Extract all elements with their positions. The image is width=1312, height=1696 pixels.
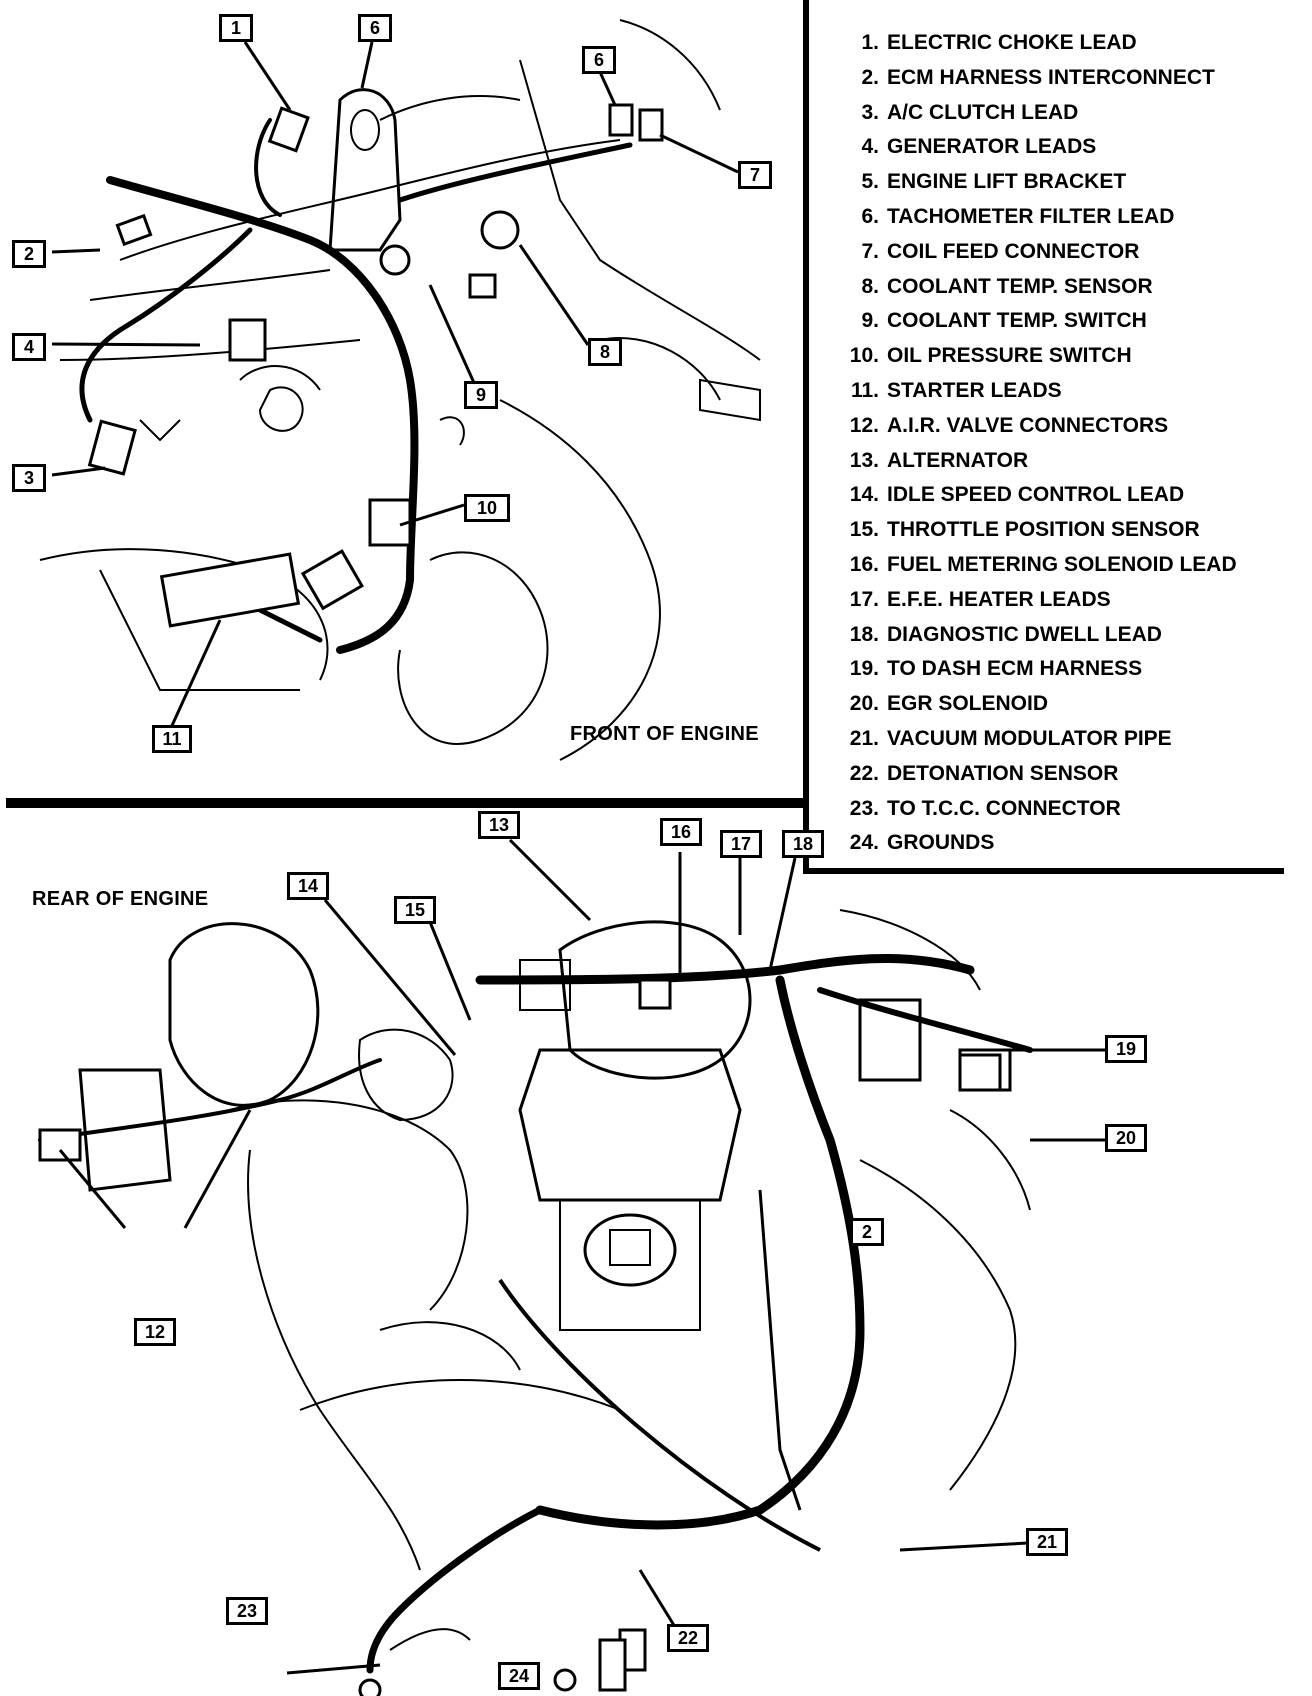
callout-21: 21 (1026, 1528, 1068, 1556)
callout-6: 6 (582, 46, 616, 74)
callout-10: 10 (464, 494, 510, 522)
legend-item: 21.VACUUM MODULATOR PIPE (849, 726, 1172, 750)
legend-item: 15.THROTTLE POSITION SENSOR (849, 518, 1200, 542)
legend-item: 9.COOLANT TEMP. SWITCH (861, 309, 1147, 333)
legend-item: 5.ENGINE LIFT BRACKET (861, 170, 1127, 194)
rear-engine-drawing: REAR OF ENGINE (0, 810, 1312, 1696)
callout-24: 24 (498, 1662, 540, 1690)
callout-15: 15 (394, 896, 436, 924)
callout-11: 11 (152, 725, 192, 753)
legend-item: 22.DETONATION SENSOR (849, 761, 1119, 785)
rear-engine-illustration (38, 838, 1110, 1696)
legend-item: 13.ALTERNATOR (849, 448, 1029, 472)
callout-2: 2 (12, 240, 46, 268)
callout-20: 20 (1105, 1124, 1147, 1152)
callout-19: 19 (1105, 1035, 1147, 1063)
legend-item: 19.TO DASH ECM HARNESS (849, 657, 1143, 681)
callout-9: 9 (464, 381, 498, 409)
legend-item: 3.A/C CLUTCH LEAD (861, 100, 1079, 124)
callout-12: 12 (134, 1318, 176, 1346)
legend-item: 11.STARTER LEADS (850, 378, 1062, 402)
component-legend: 1.ELECTRIC CHOKE LEAD 2.ECM HARNESS INTE… (803, 0, 1284, 874)
legend-item: 23.TO T.C.C. CONNECTOR (849, 796, 1121, 820)
callout-14: 14 (287, 872, 329, 900)
callout-16: 16 (660, 818, 702, 846)
legend-item: 12.A.I.R. VALVE CONNECTORS (849, 413, 1169, 437)
legend-list: 1.ELECTRIC CHOKE LEAD 2.ECM HARNESS INTE… (809, 0, 1284, 861)
callout-2: 2 (850, 1218, 884, 1246)
front-engine-illustration (39, 19, 761, 761)
legend-item: 10.OIL PRESSURE SWITCH (849, 344, 1132, 368)
legend-item: 2.ECM HARNESS INTERCONNECT (861, 65, 1215, 89)
legend-item: 17.E.F.E. HEATER LEADS (849, 587, 1111, 611)
callout-22: 22 (667, 1624, 709, 1652)
front-engine-drawing: 1 6 6 7 2 4 8 9 3 10 11 FRONT OF ENGINE (0, 0, 800, 795)
legend-item: 1.ELECTRIC CHOKE LEAD (861, 31, 1137, 54)
legend-item: 7.COIL FEED CONNECTOR (861, 239, 1140, 263)
legend-item: 8.COOLANT TEMP. SENSOR (861, 274, 1153, 298)
legend-item: 18.DIAGNOSTIC DWELL LEAD (849, 622, 1162, 646)
legend-item: 16.FUEL METERING SOLENOID LEAD (849, 552, 1237, 576)
callout-13: 13 (478, 811, 520, 839)
legend-item: 20.EGR SOLENOID (849, 692, 1049, 716)
legend-item: 6.TACHOMETER FILTER LEAD (861, 204, 1175, 228)
callout-4: 4 (12, 333, 46, 361)
callout-7: 7 (738, 161, 772, 189)
callout-8: 8 (588, 338, 622, 366)
callout-23: 23 (226, 1597, 268, 1625)
legend-item: 4.GENERATOR LEADS (861, 135, 1097, 159)
callout-3: 3 (12, 464, 46, 492)
section-divider (6, 798, 806, 808)
callout-18: 18 (782, 830, 824, 858)
callout-6: 6 (358, 14, 392, 42)
callout-17: 17 (720, 830, 762, 858)
legend-item: 14.IDLE SPEED CONTROL LEAD (849, 483, 1185, 507)
legend-item: 24.GROUNDS (849, 831, 995, 855)
front-of-engine-caption: FRONT OF ENGINE (570, 723, 759, 745)
callout-1: 1 (219, 14, 253, 42)
rear-of-engine-caption: REAR OF ENGINE (32, 888, 209, 910)
